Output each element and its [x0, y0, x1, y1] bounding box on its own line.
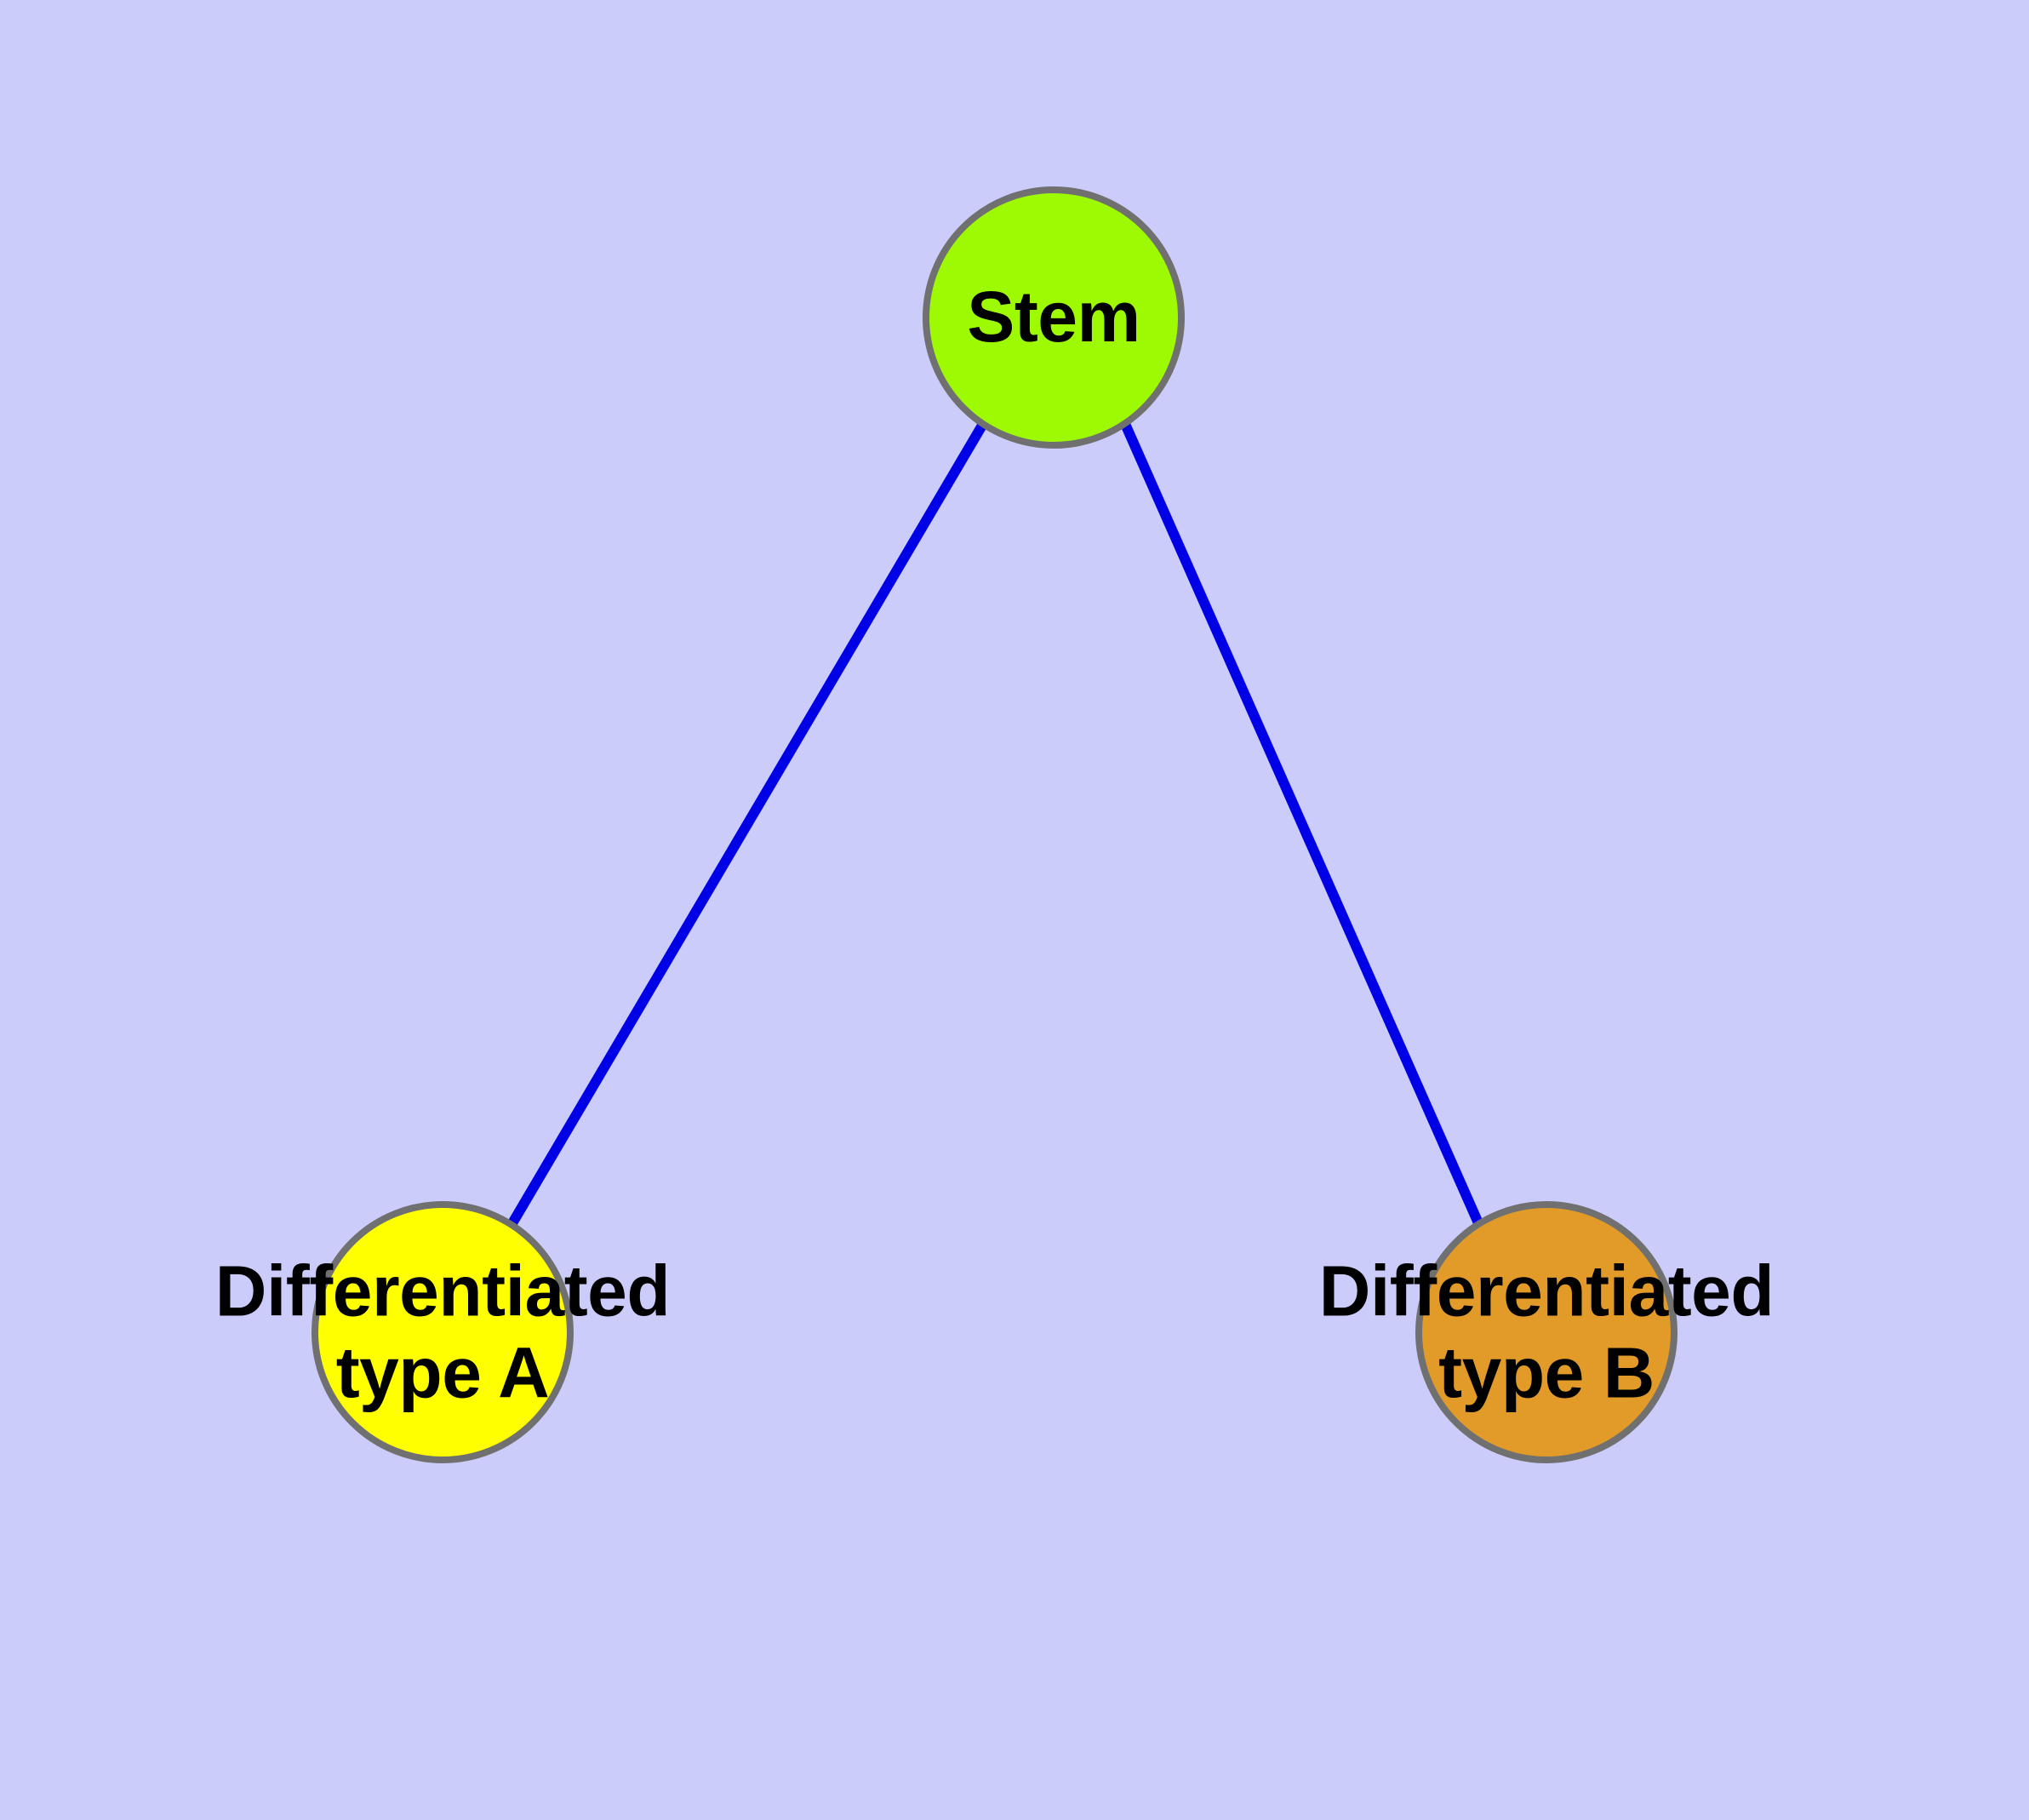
- node-diff-a[interactable]: [311, 1201, 574, 1463]
- node-layer: [311, 186, 1677, 1463]
- edge-stem-to-diff-a[interactable]: [507, 421, 988, 1227]
- edge-stem-to-diff-b[interactable]: [1120, 421, 1484, 1228]
- edge-layer: [507, 421, 1484, 1228]
- node-stem[interactable]: [923, 186, 1185, 449]
- node-diff-b[interactable]: [1415, 1201, 1677, 1463]
